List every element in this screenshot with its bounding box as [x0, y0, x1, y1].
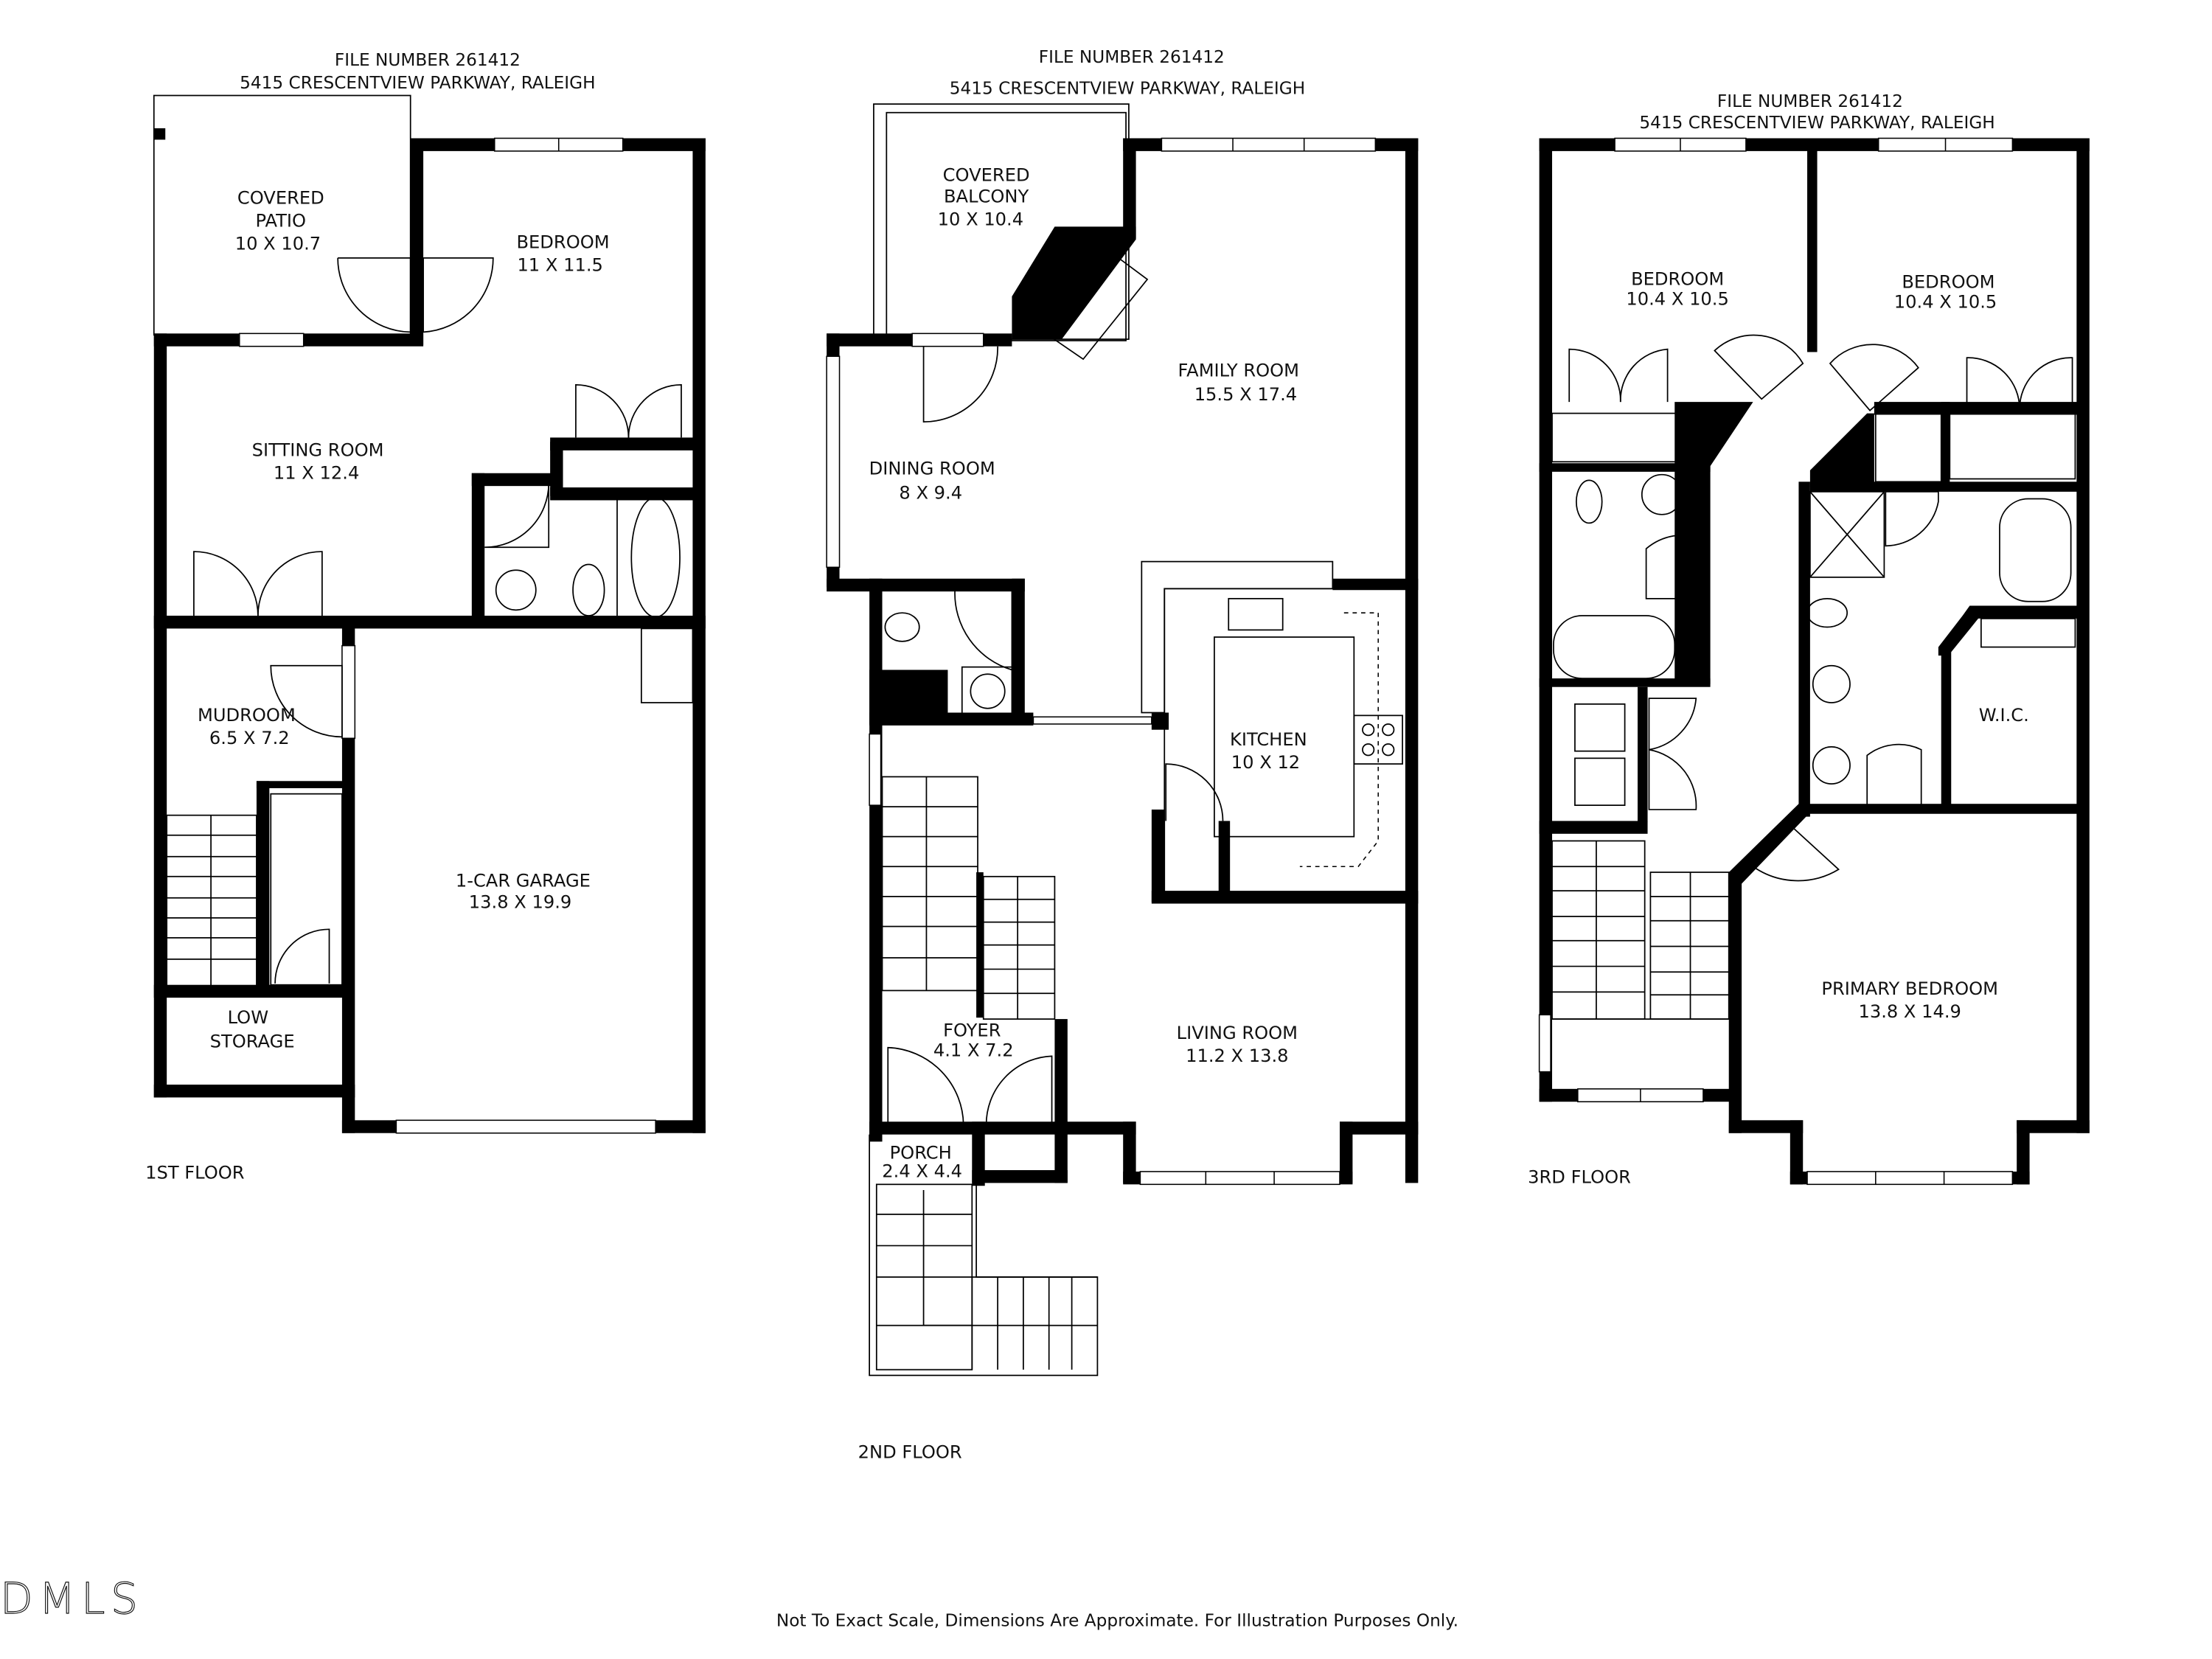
room-label-covered-balcony: COVERED: [943, 164, 1030, 185]
room-dims-bedroom-3f-right: 10.4 X 10.5: [1894, 292, 1997, 313]
first-floor-plan: FILE NUMBER 261412 5415 CRESCENTVIEW PAR…: [145, 50, 706, 1183]
second-floor-plan: FILE NUMBER 261412 5415 CRESCENTVIEW PAR…: [826, 47, 1419, 1462]
room-dims-dining-room: 8 X 9.4: [899, 483, 962, 504]
floor3-address: 5415 CRESCENTVIEW PARKWAY, RALEIGH: [1639, 113, 1994, 133]
room-label-low-storage-2: STORAGE: [210, 1032, 295, 1052]
room-label-bedroom-3f-left: BEDROOM: [1631, 269, 1724, 290]
room-label-covered-balcony-2: BALCONY: [944, 186, 1029, 206]
room-label-family-room: FAMILY ROOM: [1178, 360, 1300, 380]
room-label-covered-patio: COVERED: [237, 187, 324, 208]
room-label-foyer: FOYER: [943, 1020, 1001, 1040]
room-dims-garage: 13.8 X 19.9: [469, 891, 571, 912]
room-label-kitchen: KITCHEN: [1230, 729, 1307, 750]
floor-label-2nd: 2ND FLOOR: [858, 1441, 962, 1462]
room-label-bedroom-1f: BEDROOM: [516, 232, 609, 252]
third-floor-plan: FILE NUMBER 261412 5415 CRESCENTVIEW PAR…: [1528, 91, 2090, 1187]
floor-label-1st: 1ST FLOOR: [145, 1163, 245, 1183]
room-dims-kitchen: 10 X 12: [1231, 752, 1300, 773]
room-label-garage: 1-CAR GARAGE: [456, 870, 591, 891]
room-label-primary-bedroom: PRIMARY BEDROOM: [1821, 978, 1998, 999]
room-dims-living-room: 11.2 X 13.8: [1186, 1046, 1288, 1066]
room-label-mudroom: MUDROOM: [198, 705, 296, 726]
room-label-wic: W.I.C.: [1979, 705, 2029, 726]
floor2-file-number: FILE NUMBER 261412: [1039, 47, 1225, 67]
stairs-1: [166, 814, 257, 987]
room-label-porch: PORCH: [890, 1143, 952, 1164]
floor3-file-number: FILE NUMBER 261412: [1717, 91, 1903, 111]
room-dims-sitting-room: 11 X 12.4: [274, 462, 359, 483]
disclaimer-text: Not To Exact Scale, Dimensions Are Appro…: [776, 1611, 1458, 1631]
room-dims-primary-bedroom: 13.8 X 14.9: [1858, 1001, 1961, 1022]
dmls-logo: DMLS: [0, 1573, 144, 1624]
room-dims-foyer: 4.1 X 7.2: [933, 1040, 1014, 1060]
room-label-covered-patio-2: PATIO: [256, 210, 307, 231]
room-dims-covered-patio: 10 X 10.7: [235, 233, 321, 254]
room-dims-mudroom: 6.5 X 7.2: [209, 728, 290, 748]
room-label-sitting-room: SITTING ROOM: [252, 440, 384, 461]
room-label-bedroom-3f-right: BEDROOM: [1902, 271, 1994, 292]
floor1-address: 5415 CRESCENTVIEW PARKWAY, RALEIGH: [240, 73, 595, 93]
room-dims-bedroom-3f-left: 10.4 X 10.5: [1626, 289, 1728, 310]
room-label-dining-room: DINING ROOM: [869, 459, 995, 479]
room-label-living-room: LIVING ROOM: [1177, 1023, 1298, 1043]
room-dims-porch: 2.4 X 4.4: [882, 1161, 962, 1182]
floor2-address: 5415 CRESCENTVIEW PARKWAY, RALEIGH: [950, 79, 1305, 99]
room-label-low-storage: LOW: [228, 1007, 269, 1028]
room-dims-covered-balcony: 10 X 10.4: [938, 209, 1023, 229]
post: [153, 128, 166, 140]
room-dims-family-room: 15.5 X 17.4: [1194, 384, 1297, 405]
floor1-file-number: FILE NUMBER 261412: [335, 50, 521, 70]
room-dims-bedroom-1f: 11 X 11.5: [517, 254, 602, 275]
floor-label-3rd: 3RD FLOOR: [1528, 1166, 1631, 1187]
